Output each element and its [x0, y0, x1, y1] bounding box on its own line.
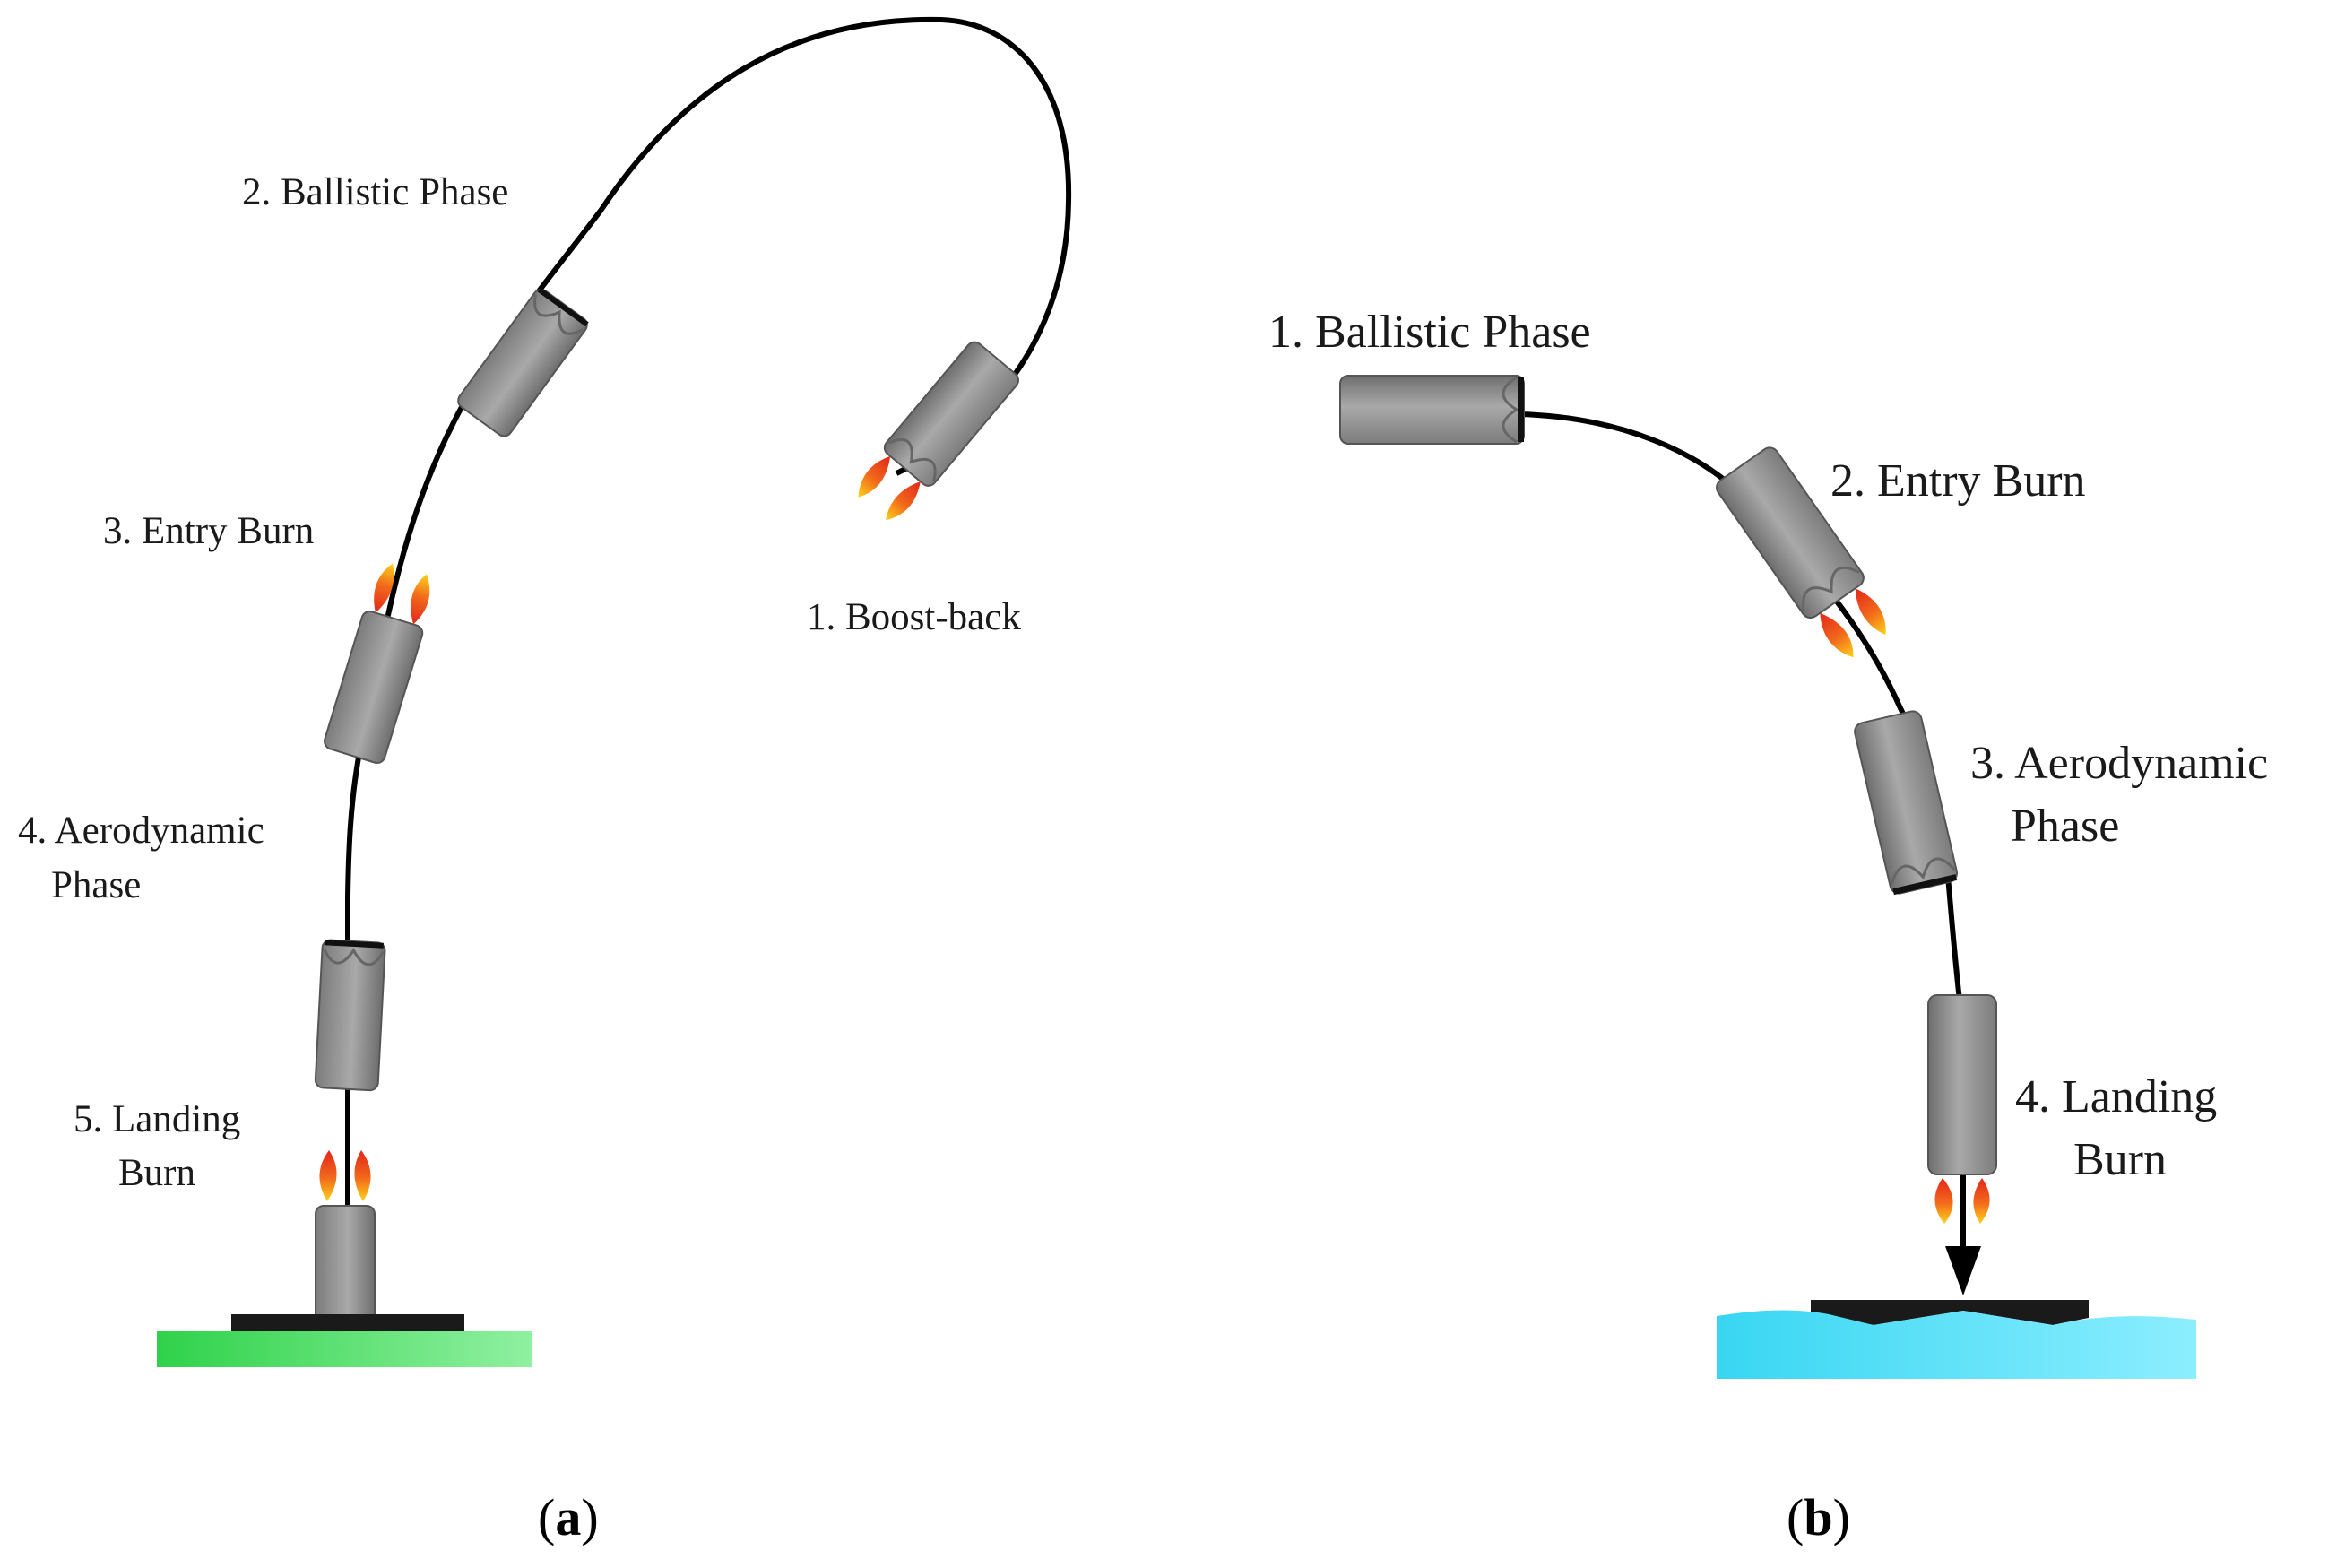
phase-label: Phase: [2011, 801, 2119, 852]
rocket-stage-icon: [1927, 994, 1997, 1224]
engine-flame-icon: [1820, 588, 1886, 658]
rocket-stage-icon: [314, 939, 386, 1092]
drone-ship-pad: [1811, 1300, 2089, 1325]
phase-label: 3. Aerodynamic: [1970, 738, 2268, 789]
phase-label: 4. Landing: [2015, 1071, 2217, 1122]
phase-label: 4. Aerodynamic: [18, 810, 264, 852]
panel-caption: (b): [1787, 1488, 1850, 1546]
phase-label: 2. Entry Burn: [1830, 455, 2086, 507]
water-surface: [1717, 1310, 2196, 1379]
trajectory-curve-b: [1519, 411, 1966, 1255]
phase-label: Burn: [118, 1152, 195, 1194]
ground-strip: [157, 1331, 532, 1367]
phase-label: Phase: [51, 864, 141, 906]
engine-flame-icon: [858, 455, 921, 521]
phase-label: 3. Entry Burn: [103, 510, 314, 552]
phase-label: 1. Ballistic Phase: [1268, 307, 1591, 358]
phase-label: Burn: [2073, 1134, 2167, 1185]
rocket-stage-icon: [858, 341, 1019, 521]
rocket-stage-icon: [457, 287, 589, 437]
rocket-stage-icon: [315, 1150, 376, 1350]
rocket-stage-icon: [323, 563, 430, 765]
engine-flame-icon: [319, 1150, 371, 1201]
engine-flame-icon: [1934, 1178, 1990, 1224]
panel-caption: (a): [538, 1488, 599, 1546]
rocket-stage-icon: [1854, 710, 1959, 896]
panel-a: 1. Boost-back 2. Ballistic Phase 3. Entr…: [18, 16, 1072, 1546]
engine-flame-icon: [374, 563, 430, 625]
phase-label: 1. Boost-back: [807, 596, 1021, 638]
rocket-stage-icon: [1716, 446, 1886, 658]
arrow-down-icon: [1945, 1246, 1981, 1295]
panel-b: 1. Ballistic Phase 2. Entry Burn 3. Aero…: [1268, 307, 2268, 1546]
landing-pad: [231, 1314, 464, 1334]
phase-label: 5. Landing: [74, 1098, 240, 1140]
phase-label: 2. Ballistic Phase: [242, 171, 508, 213]
rocket-stage-icon: [1339, 375, 1525, 445]
